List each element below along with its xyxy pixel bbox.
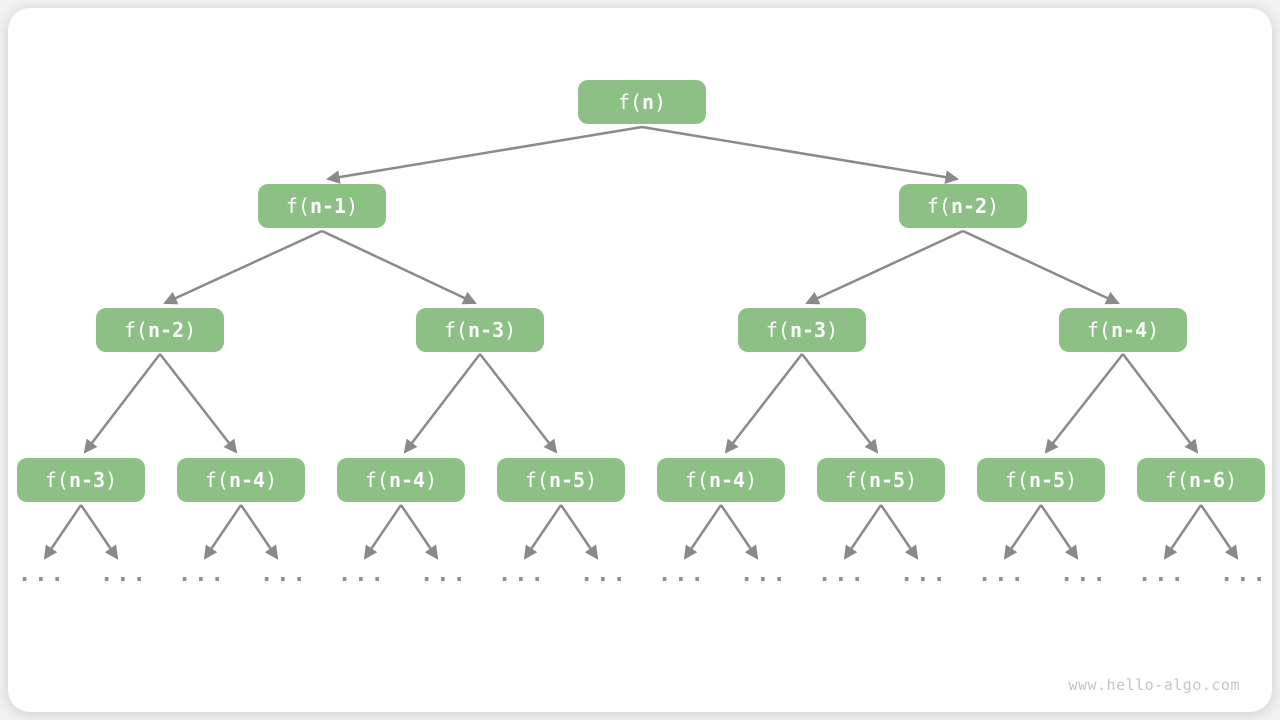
tree-node: f(n-3) [17, 458, 145, 502]
node-label: f( [204, 468, 229, 492]
leaf-ellipsis: ... [18, 562, 67, 587]
leaf-ellipsis: ... [658, 562, 707, 587]
leaf-ellipsis: ... [498, 562, 547, 587]
tree-node: f(n-4) [1059, 308, 1187, 352]
leaf-ellipsis: ... [740, 562, 789, 587]
node-label: ) [1147, 318, 1160, 342]
tree-node: f(n-6) [1137, 458, 1265, 502]
node-arg: n-3 [789, 318, 827, 342]
node-arg: n-1 [309, 194, 347, 218]
tree-node: f(n-3) [738, 308, 866, 352]
node-arg: n-3 [68, 468, 106, 492]
node-label: ) [1065, 468, 1078, 492]
node-label: ) [265, 468, 278, 492]
tree-node: f(n-3) [416, 308, 544, 352]
node-arg: n-4 [228, 468, 266, 492]
leaf-ellipsis: ... [100, 562, 149, 587]
node-label: ) [346, 194, 359, 218]
node-label: f( [844, 468, 869, 492]
leaf-ellipsis: ... [580, 562, 629, 587]
leaf-ellipsis: ... [260, 562, 309, 587]
tree-node: f(n-2) [899, 184, 1027, 228]
watermark-text: www.hello-algo.com [1068, 676, 1240, 694]
node-arg: n-5 [548, 468, 586, 492]
leaf-ellipsis: ... [1060, 562, 1109, 587]
leaf-ellipsis: ... [818, 562, 867, 587]
node-label: f( [765, 318, 790, 342]
node-label: f( [617, 90, 642, 114]
node-arg: n-2 [950, 194, 988, 218]
node-label: ) [745, 468, 758, 492]
node-label: f( [1164, 468, 1189, 492]
node-label: f( [443, 318, 468, 342]
tree-node: f(n-4) [337, 458, 465, 502]
node-label: f( [364, 468, 389, 492]
tree-node: f(n-5) [497, 458, 625, 502]
node-label: ) [654, 90, 667, 114]
node-label: f( [684, 468, 709, 492]
node-label: f( [524, 468, 549, 492]
leaf-ellipsis: ... [178, 562, 227, 587]
node-arg: n-4 [388, 468, 426, 492]
tree-node: f(n-4) [657, 458, 785, 502]
leaf-ellipsis: ... [1138, 562, 1187, 587]
node-arg: n-4 [1110, 318, 1148, 342]
node-label: ) [905, 468, 918, 492]
node-label: ) [585, 468, 598, 492]
node-label: ) [504, 318, 517, 342]
node-label: f( [44, 468, 69, 492]
node-label: ) [987, 194, 1000, 218]
node-label: f( [1004, 468, 1029, 492]
tree-node: f(n-2) [96, 308, 224, 352]
node-label: f( [285, 194, 310, 218]
node-label: ) [184, 318, 197, 342]
leaf-ellipsis: ... [338, 562, 387, 587]
node-arg: n-5 [868, 468, 906, 492]
node-arg: n-4 [708, 468, 746, 492]
leaf-ellipsis: ... [1220, 562, 1269, 587]
node-label: ) [1225, 468, 1238, 492]
tree-node: f(n-5) [817, 458, 945, 502]
node-label: f( [1086, 318, 1111, 342]
leaf-ellipsis: ... [420, 562, 469, 587]
leaf-ellipsis: ... [900, 562, 949, 587]
node-arg: n-2 [147, 318, 185, 342]
node-label: ) [105, 468, 118, 492]
tree-node: f(n-5) [977, 458, 1105, 502]
node-arg: n-6 [1188, 468, 1226, 492]
tree-node: f(n-4) [177, 458, 305, 502]
node-label: ) [826, 318, 839, 342]
tree-node: f(n-1) [258, 184, 386, 228]
node-arg: n-5 [1028, 468, 1066, 492]
leaf-ellipsis: ... [978, 562, 1027, 587]
node-label: f( [123, 318, 148, 342]
node-label: f( [926, 194, 951, 218]
node-arg: n-3 [467, 318, 505, 342]
tree-node-root: f(n) [578, 80, 706, 124]
node-label: ) [425, 468, 438, 492]
node-arg: n [642, 90, 655, 114]
